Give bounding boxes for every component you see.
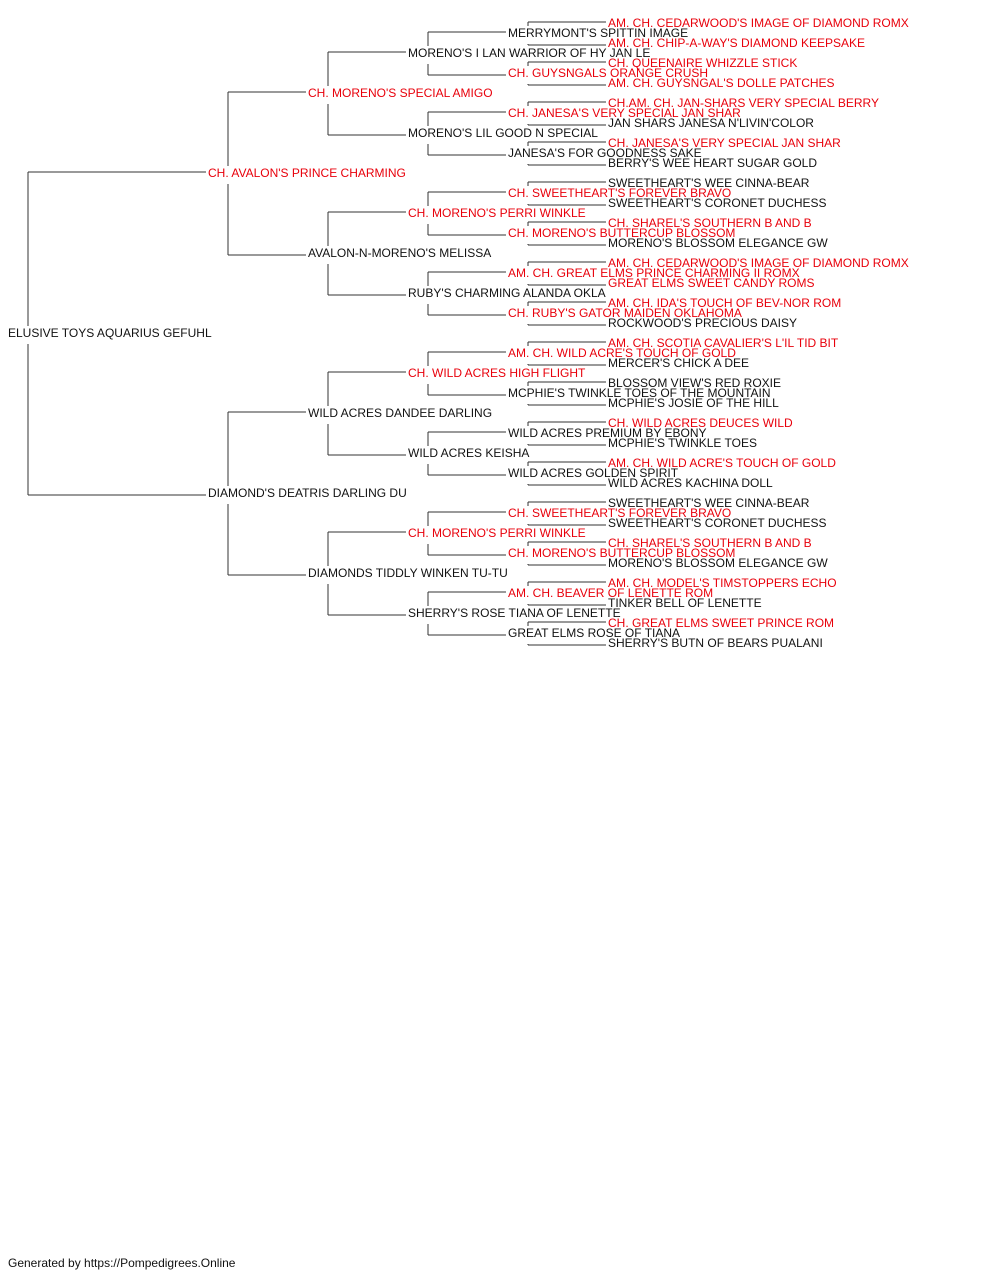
ancestor-name: MORENO'S LIL GOOD N SPECIAL xyxy=(408,126,598,140)
ancestor-name: CH. JANESA'S VERY SPECIAL JAN SHAR xyxy=(508,106,741,120)
ancestor-name: WILD ACRES KACHINA DOLL xyxy=(608,476,773,490)
ancestor-name: AM. CH. SCOTIA CAVALIER'S L'IL TID BIT xyxy=(608,336,839,350)
ancestor-name: AM. CH. CHIP-A-WAY'S DIAMOND KEEPSAKE xyxy=(608,36,865,50)
ancestor-name: SWEETHEART'S CORONET DUCHESS xyxy=(608,196,827,210)
ancestor-name: CH. JANESA'S VERY SPECIAL JAN SHAR xyxy=(608,136,841,150)
ancestor-name: MERRYMONT'S SPITTIN IMAGE xyxy=(508,26,688,40)
ancestor-name: CH.AM. CH. JAN-SHARS VERY SPECIAL BERRY xyxy=(608,96,879,110)
ancestor-name: CH. SHAREL'S SOUTHERN B AND B xyxy=(608,216,812,230)
ancestor-name: GREAT ELMS SWEET CANDY ROMS xyxy=(608,276,814,290)
ancestor-name: AM. CH. WILD ACRE'S TOUCH OF GOLD xyxy=(508,346,736,360)
ancestor-name: CH. QUEENAIRE WHIZZLE STICK xyxy=(608,56,797,70)
ancestor-name: CH. SHAREL'S SOUTHERN B AND B xyxy=(608,536,812,550)
ancestor-name: RUBY'S CHARMING ALANDA OKLA xyxy=(408,286,606,300)
ancestor-name: CH. SWEETHEART'S FOREVER BRAVO xyxy=(508,186,731,200)
ancestor-name: AVALON-N-MORENO'S MELISSA xyxy=(308,246,491,260)
ancestor-name: CH. GREAT ELMS SWEET PRINCE ROM xyxy=(608,616,834,630)
ancestor-name: MERCER'S CHICK A DEE xyxy=(608,356,749,370)
ancestor-name: DIAMONDS TIDDLY WINKEN TU-TU xyxy=(308,566,508,580)
ancestor-name: CH. RUBY'S GATOR MAIDEN OKLAHOMA xyxy=(508,306,742,320)
ancestor-name: SWEETHEART'S WEE CINNA-BEAR xyxy=(608,496,810,510)
ancestor-name: CH. MORENO'S BUTTERCUP BLOSSOM xyxy=(508,546,735,560)
ancestor-name: MORENO'S BLOSSOM ELEGANCE GW xyxy=(608,236,828,250)
ancestor-name: MORENO'S I LAN WARRIOR OF HY JAN LE xyxy=(408,46,650,60)
ancestor-name: TINKER BELL OF LENETTE xyxy=(608,596,762,610)
ancestor-name: CH. MORENO'S BUTTERCUP BLOSSOM xyxy=(508,226,735,240)
ancestor-name: SWEETHEART'S WEE CINNA-BEAR xyxy=(608,176,810,190)
ancestor-name: SHERRY'S ROSE TIANA OF LENETTE xyxy=(408,606,621,620)
subject-name: ELUSIVE TOYS AQUARIUS GEFUHL xyxy=(8,326,212,340)
ancestor-name: MCPHIE'S TWINKLE TOES xyxy=(608,436,757,450)
ancestor-name: AM. CH. IDA'S TOUCH OF BEV-NOR ROM xyxy=(608,296,841,310)
ancestor-name: BERRY'S WEE HEART SUGAR GOLD xyxy=(608,156,817,170)
ancestor-name: MCPHIE'S JOSIE OF THE HILL xyxy=(608,396,779,410)
ancestor-name: GREAT ELMS ROSE OF TIANA xyxy=(508,626,680,640)
ancestor-name: WILD ACRES KEISHA xyxy=(408,446,529,460)
ancestor-name: JANESA'S FOR GOODNESS SAKE xyxy=(508,146,702,160)
ancestor-name: AM. CH. WILD ACRE'S TOUCH OF GOLD xyxy=(608,456,836,470)
ancestor-name: AM. CH. MODEL'S TIMSTOPPERS ECHO xyxy=(608,576,837,590)
ancestor-name: ROCKWOOD'S PRECIOUS DAISY xyxy=(608,316,797,330)
ancestor-name: CH. MORENO'S SPECIAL AMIGO xyxy=(308,86,493,100)
ancestor-name: CH. MORENO'S PERRI WINKLE xyxy=(408,526,586,540)
ancestor-name: MORENO'S BLOSSOM ELEGANCE GW xyxy=(608,556,828,570)
ancestor-name: WILD ACRES GOLDEN SPIRIT xyxy=(508,466,679,480)
ancestor-name: WILD ACRES DANDEE DARLING xyxy=(308,406,492,420)
ancestor-name: CH. GUYSNGALS ORANGE CRUSH xyxy=(508,66,708,80)
ancestor-name: CH. MORENO'S PERRI WINKLE xyxy=(408,206,586,220)
ancestor-name: CH. AVALON'S PRINCE CHARMING xyxy=(208,166,406,180)
ancestor-name: AM. CH. BEAVER OF LENETTE ROM xyxy=(508,586,713,600)
ancestor-name: CH. WILD ACRES HIGH FLIGHT xyxy=(408,366,586,380)
ancestor-name: AM. CH. GREAT ELMS PRINCE CHARMING II RO… xyxy=(508,266,800,280)
ancestor-name: BLOSSOM VIEW'S RED ROXIE xyxy=(608,376,781,390)
ancestor-name: SWEETHEART'S CORONET DUCHESS xyxy=(608,516,827,530)
ancestor-name: JAN SHARS JANESA N'LIVIN'COLOR xyxy=(608,116,814,130)
ancestor-name: MCPHIE'S TWINKLE TOES OF THE MOUNTAIN xyxy=(508,386,771,400)
ancestor-name: CH. SWEETHEART'S FOREVER BRAVO xyxy=(508,506,731,520)
ancestor-name: AM. CH. CEDARWOOD'S IMAGE OF DIAMOND ROM… xyxy=(608,16,909,30)
footer-credit: Generated by https://Pompedigrees.Online xyxy=(8,1256,236,1270)
ancestor-name: AM. CH. GUYSNGAL'S DOLLE PATCHES xyxy=(608,76,835,90)
ancestor-name: DIAMOND'S DEATRIS DARLING DU xyxy=(208,486,407,500)
ancestor-name: CH. WILD ACRES DEUCES WILD xyxy=(608,416,793,430)
ancestor-name: SHERRY'S BUTN OF BEARS PUALANI xyxy=(608,636,823,650)
ancestor-name: WILD ACRES PREMIUM BY EBONY xyxy=(508,426,707,440)
ancestor-name: AM. CH. CEDARWOOD'S IMAGE OF DIAMOND ROM… xyxy=(608,256,909,270)
